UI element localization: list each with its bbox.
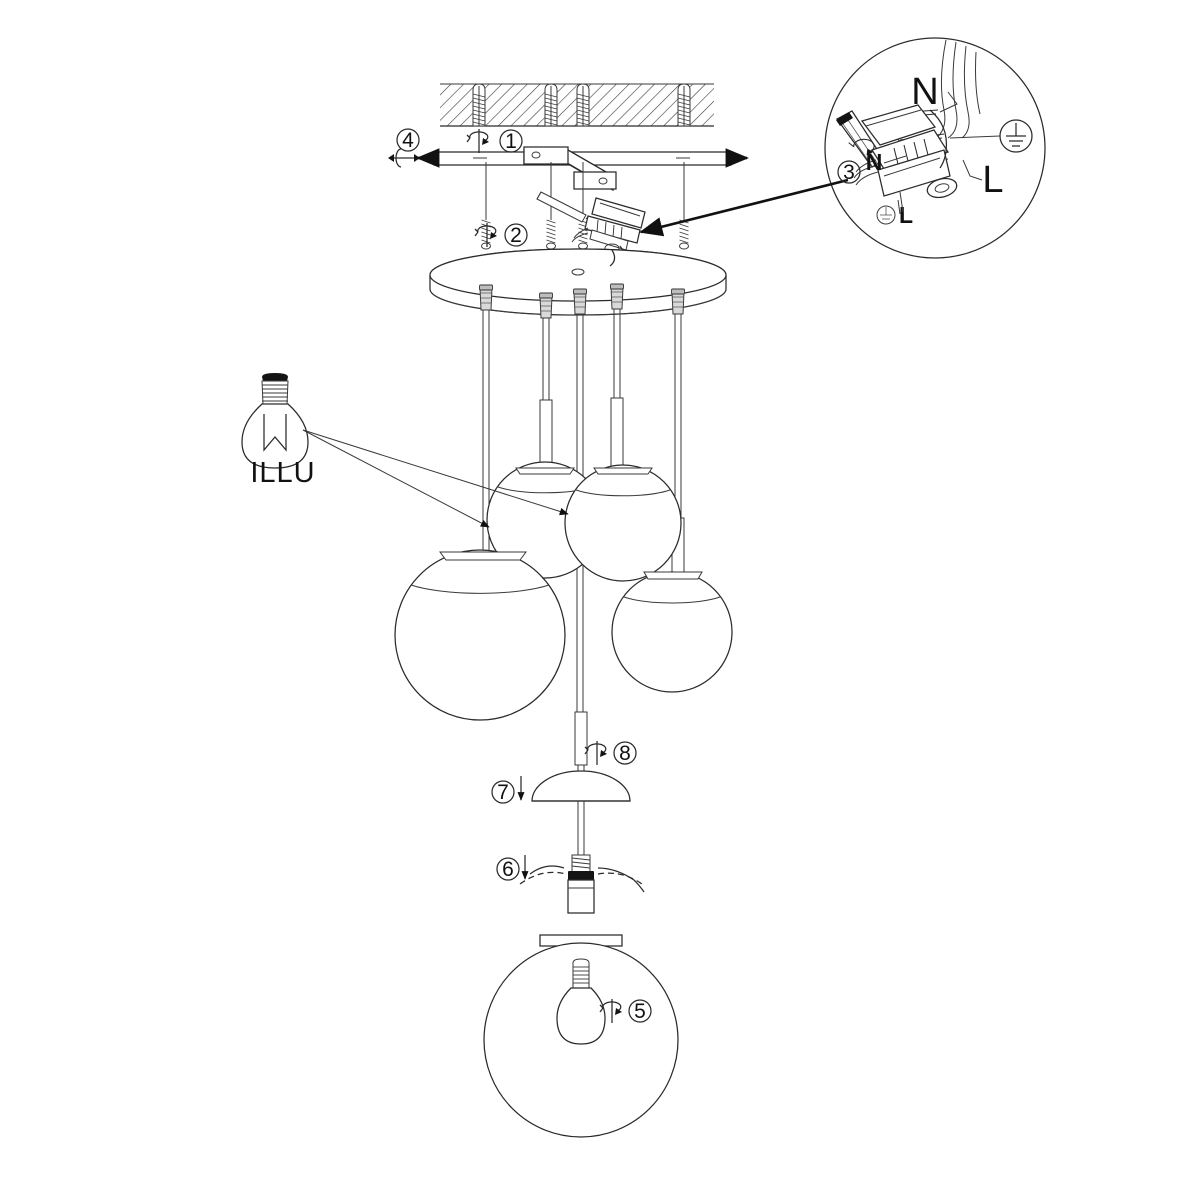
callout-2: 2	[474, 222, 528, 248]
angle-bracket	[523, 146, 617, 192]
detail-terminal-block	[853, 104, 958, 215]
callout-3: 3	[837, 160, 861, 184]
cable-sleeve	[574, 711, 588, 780]
callout-3-number: 3	[843, 161, 855, 184]
glass-globe-upper-right	[564, 464, 682, 582]
globe-cluster	[394, 461, 733, 721]
callout-5: 5	[599, 998, 652, 1024]
light-bulb-icon-installed	[556, 958, 606, 1045]
cable-bundle	[933, 39, 981, 141]
callout-4: 4	[388, 128, 420, 168]
detail-terminal-n-label: N	[866, 149, 883, 175]
wiring-detail-view: N L	[639, 37, 1046, 259]
dome-shade	[531, 770, 631, 802]
illu-leader-arrows	[302, 429, 569, 528]
callout-8-number: 8	[619, 742, 631, 765]
callout-8: 8	[584, 740, 637, 766]
callout-6: 6	[496, 855, 529, 881]
glass-globe-lower-right	[611, 571, 733, 693]
lamp-socket-e27	[567, 854, 595, 914]
callout-2-number: 2	[510, 224, 522, 247]
callout-7: 7	[491, 776, 525, 804]
ceiling-assembly	[416, 83, 749, 263]
callout-5-number: 5	[634, 1000, 646, 1023]
lower-pendant-assembly: 8 7	[483, 711, 679, 1138]
illu-label: ILLU	[250, 457, 315, 489]
decorative-ring	[519, 865, 645, 893]
callout-7-number: 7	[497, 781, 509, 804]
callout-1-number: 1	[505, 130, 517, 153]
glass-globe-lower-left	[394, 549, 566, 721]
earth-ground-icon	[949, 119, 1033, 153]
detail-terminal-l-label: L	[899, 202, 913, 228]
detail-terminal-earth-icon	[876, 205, 896, 225]
detail-live-label: L	[982, 159, 1003, 201]
callout-6-number: 6	[502, 858, 514, 881]
light-bulb-icon	[241, 373, 309, 469]
illu-bulb-legend: ILLU	[241, 373, 569, 528]
callout-1: 1	[466, 128, 523, 154]
callout-4-number: 4	[402, 129, 414, 152]
canopy-assembly	[429, 248, 727, 319]
terminal-block	[571, 197, 646, 263]
